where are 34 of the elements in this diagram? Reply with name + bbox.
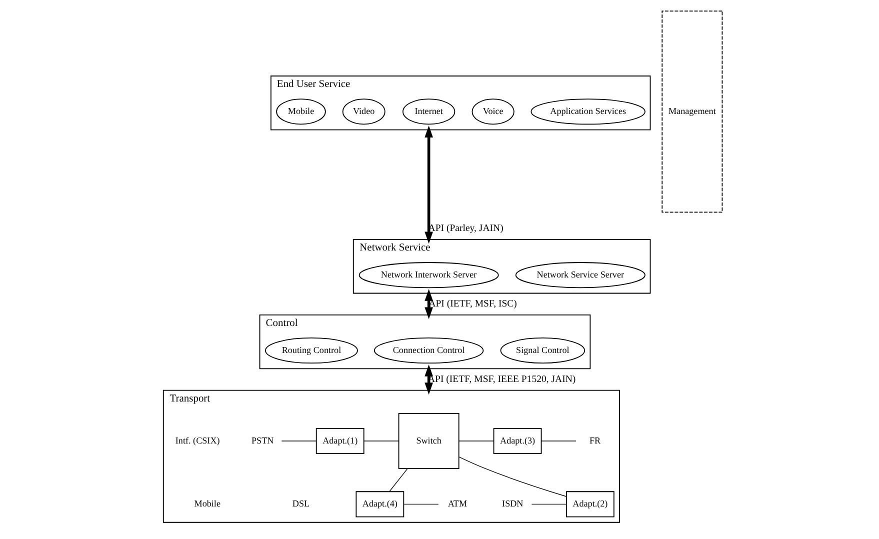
node-ellipse: Signal Control bbox=[500, 338, 585, 364]
node-text: ATM bbox=[447, 498, 467, 509]
arrow bbox=[424, 126, 432, 244]
label: DSL bbox=[292, 498, 310, 509]
connector bbox=[363, 440, 399, 442]
node-box: Adapt.(1) bbox=[315, 428, 364, 454]
node-text: PSTN bbox=[250, 435, 274, 446]
node-box: Adapt.(2) bbox=[565, 491, 614, 518]
node-ellipse: Network Interwork Server bbox=[358, 262, 498, 288]
node-text: FR bbox=[589, 435, 600, 446]
node-ellipse: Video bbox=[342, 98, 385, 125]
node-box: Switch bbox=[398, 412, 459, 470]
node-ellipse: Routing Control bbox=[264, 338, 358, 364]
node-box: Adapt.(4) bbox=[355, 491, 404, 518]
connector bbox=[403, 504, 438, 505]
node-ellipse: Network Service Server bbox=[514, 262, 645, 288]
node-box: Management bbox=[661, 10, 722, 213]
label: Mobile bbox=[194, 498, 220, 509]
node-ellipse: Connection Control bbox=[373, 338, 484, 364]
connector bbox=[458, 456, 566, 497]
node-box: Adapt.(3) bbox=[492, 428, 542, 454]
connector bbox=[530, 504, 566, 505]
connector bbox=[458, 440, 494, 442]
arrow bbox=[424, 289, 432, 320]
node-ellipse: Internet bbox=[402, 98, 455, 125]
arrow bbox=[424, 364, 432, 395]
label: Intf. (CSIX) bbox=[174, 435, 220, 446]
node-ellipse: Mobile bbox=[276, 98, 326, 125]
node-ellipse: Application Services bbox=[530, 98, 645, 125]
connector bbox=[280, 440, 316, 442]
connector bbox=[540, 440, 576, 442]
node-text: ISDN bbox=[502, 498, 523, 509]
connector bbox=[388, 468, 408, 492]
node-ellipse: Voice bbox=[471, 98, 514, 125]
